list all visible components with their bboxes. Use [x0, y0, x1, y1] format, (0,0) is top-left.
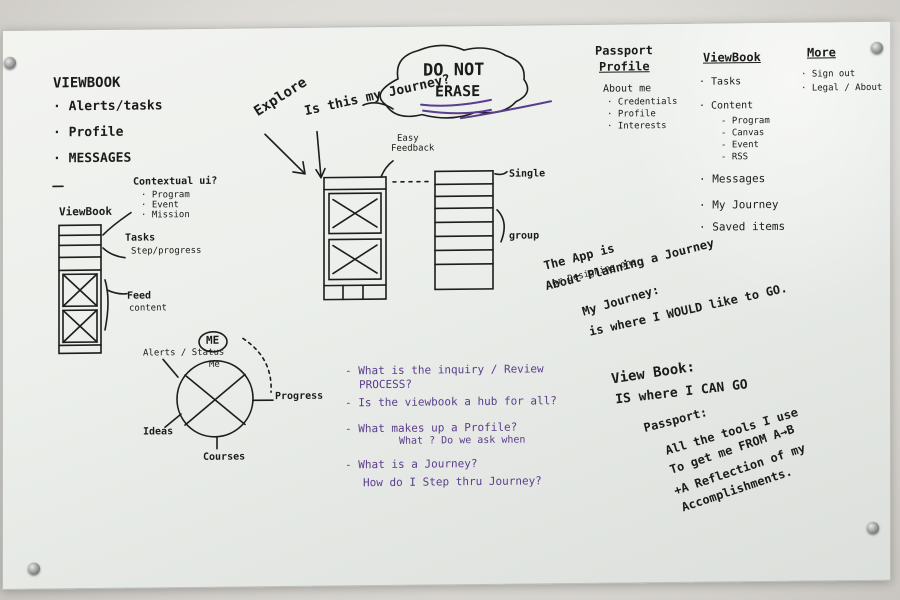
viewbook-item: - RSS [721, 152, 749, 163]
mid-wireframe-note: Feedback [391, 143, 435, 154]
viewbook-item: · Messages [699, 172, 766, 186]
purple-question: - What is a Journey? [345, 457, 478, 472]
mid-wireframe-note: Easy [397, 133, 419, 144]
whiteboard: VIEWBOOK · Alerts/tasks · Profile · MESS… [2, 20, 900, 591]
purple-question: - What is the inquiry / Review [345, 362, 544, 378]
tasks-sub-label: Step/progress [131, 245, 202, 257]
left-wireframe-note: Contextual ui? [133, 175, 218, 188]
more-item: · Legal / About [801, 82, 883, 94]
passport-item: · Interests [607, 121, 667, 132]
group-label: group [509, 230, 540, 242]
mid-wireframe-frame-1 [323, 176, 387, 301]
circle-label-progress: Progress [275, 390, 324, 403]
left-wireframe-note: · Program [141, 190, 190, 201]
me-bubble [198, 330, 228, 353]
cloud-outline [379, 44, 529, 119]
purple-question: PROCESS? [359, 377, 412, 392]
single-label: Single [509, 168, 546, 180]
feed-sub-label: content [129, 303, 167, 314]
viewbook-item: - Canvas [721, 128, 765, 139]
passport-heading: Passport [595, 43, 653, 58]
profile-heading: Profile [599, 59, 650, 74]
mid-wireframe-frame-2 [434, 170, 494, 291]
viewbook-item: · Saved items [699, 219, 786, 234]
circle-diagram [176, 359, 254, 438]
circle-label-courses: Courses [203, 451, 246, 463]
circle-label-alerts: Alerts / Status [143, 347, 225, 359]
viewbook-item: - Program [721, 115, 770, 127]
viewbook-item: · My Journey [699, 197, 779, 212]
do-not-erase-line: DO NOT [423, 59, 485, 81]
viewbook-item: - Event [721, 140, 759, 151]
purple-question: How do I Step thru Journey? [363, 474, 542, 490]
tasks-label: Tasks [125, 232, 156, 244]
left-list-item: · MESSAGES [53, 150, 132, 167]
me-label: ME [206, 333, 220, 347]
passport-item: · Credentials [607, 96, 678, 108]
purple-question: What ? Do we ask when [399, 434, 526, 447]
feed-label: Feed [127, 290, 152, 302]
passport-item: About me [603, 83, 652, 95]
circle-label-me: Me [209, 359, 220, 370]
passport-item: · Profile [607, 109, 656, 120]
purple-question: - What makes up a Profile? [345, 420, 518, 436]
more-item: · Sign out [801, 69, 856, 80]
left-wireframe-title: ViewBook [59, 204, 112, 219]
sketch-drawings [52, 44, 552, 450]
purple-question: - Is the viewbook a hub for all? [345, 394, 557, 410]
more-heading: More [807, 45, 836, 60]
viewbook-heading: ViewBook [703, 50, 761, 65]
left-list-item: VIEWBOOK [53, 74, 121, 92]
left-wireframe-note: · Event [141, 200, 179, 211]
viewbook-item: · Tasks [699, 76, 742, 88]
viewbook-item: · Content [699, 100, 754, 112]
left-list-item: · Profile [53, 124, 124, 141]
left-wireframe-frame [58, 224, 102, 355]
circle-label-ideas: Ideas [143, 426, 174, 438]
do-not-erase-line: ERASE [435, 81, 481, 101]
left-list-item: · Alerts/tasks [53, 98, 163, 115]
left-wireframe-note: · Mission [141, 210, 190, 221]
